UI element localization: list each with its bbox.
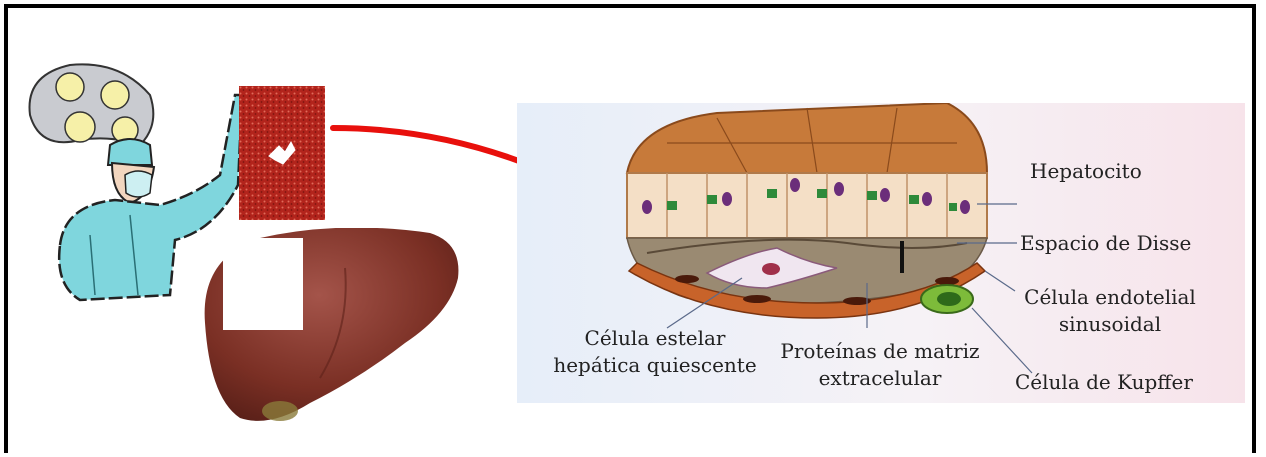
label-ecm-line1: Proteínas de matriz (760, 338, 1000, 365)
surgical-lamp-icon (30, 64, 154, 145)
label-hepatocyte: Hepatocito (1030, 158, 1142, 185)
label-endothelial-line1: Célula endotelial (1010, 284, 1210, 311)
label-disse-space: Espacio de Disse (1020, 230, 1191, 257)
label-ecm-proteins: Proteínas de matriz extracelular (760, 338, 1000, 392)
label-stellate-cell: Célula estelar hepática quiescente (540, 325, 770, 379)
liver-biopsy-icon (239, 86, 325, 220)
liver-icon (200, 228, 465, 433)
hepatocyte-row (627, 173, 987, 238)
label-ecm-line2: extracelular (760, 365, 1000, 392)
label-endothelial-cell: Célula endotelial sinusoidal (1010, 284, 1210, 338)
label-kupffer-cell: Célula de Kupffer (1015, 369, 1193, 396)
label-endothelial-line2: sinusoidal (1010, 311, 1210, 338)
label-stellate-line2: hepática quiescente (540, 352, 770, 379)
label-stellate-line1: Célula estelar (540, 325, 770, 352)
